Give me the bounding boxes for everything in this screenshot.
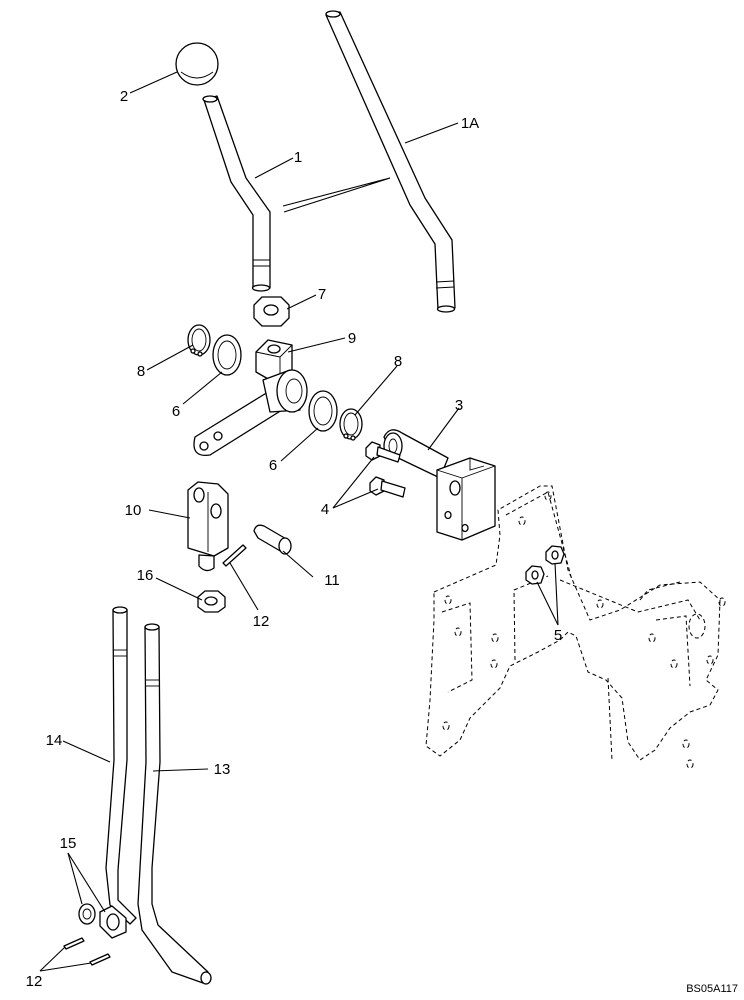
callout-1: 1: [294, 149, 302, 166]
callout-15: 15: [60, 835, 77, 852]
callout-4: 4: [321, 501, 329, 518]
nut-part-7: [253, 296, 290, 327]
callout-6-left: 6: [172, 403, 180, 420]
rod-part-13: [137, 623, 212, 985]
callout-8-right: 8: [394, 353, 402, 370]
washers-part-15: [78, 903, 96, 925]
callout-12-upper: 12: [253, 613, 270, 630]
callout-16: 16: [137, 567, 154, 584]
callout-6-right: 6: [269, 457, 277, 474]
callout-9: 9: [348, 330, 356, 347]
washer-part-6-left: [212, 334, 242, 376]
drawing-code: BS05A117: [686, 983, 738, 995]
cotter-pin-part-12-upper: [222, 544, 247, 567]
callout-11: 11: [324, 572, 340, 589]
knob-part-2: [175, 42, 219, 86]
callout-10: 10: [125, 502, 142, 519]
pin-part-11: [253, 524, 292, 555]
leader-lines: [39, 71, 559, 972]
callout-3: 3: [455, 397, 463, 414]
lever-part-1: [202, 95, 271, 292]
frame-reference-dashed: [425, 485, 726, 769]
callout-12-lower: 12: [26, 973, 43, 990]
snap-ring-part-8-right: [339, 408, 363, 441]
callout-8-left: 8: [137, 363, 145, 380]
callout-1a: 1A: [461, 115, 479, 132]
cotter-pins-part-12-lower: [63, 937, 111, 966]
callout-7: 7: [318, 286, 326, 303]
callout-2: 2: [120, 88, 128, 105]
callout-labels: 2 1 1A 7 8 6 9 8 6 3 4 10 11 16 12 5 14 …: [26, 88, 563, 990]
clevis-part-10: [187, 481, 229, 572]
rod-part-14: [105, 606, 137, 925]
nuts-part-5: [525, 545, 565, 585]
nut-part-16: [197, 590, 226, 613]
lever-arm-part-9: [193, 339, 308, 457]
washer-part-6-right: [308, 390, 338, 432]
pivot-end-detail: [99, 905, 127, 939]
callout-14: 14: [46, 732, 63, 749]
lever-part-1a: [325, 10, 456, 313]
callout-13: 13: [214, 761, 231, 778]
bolts-part-4: [365, 441, 406, 498]
pivot-bracket-part-3: [383, 429, 496, 541]
snap-ring-part-8-left: [187, 324, 211, 357]
callout-5: 5: [554, 627, 562, 644]
